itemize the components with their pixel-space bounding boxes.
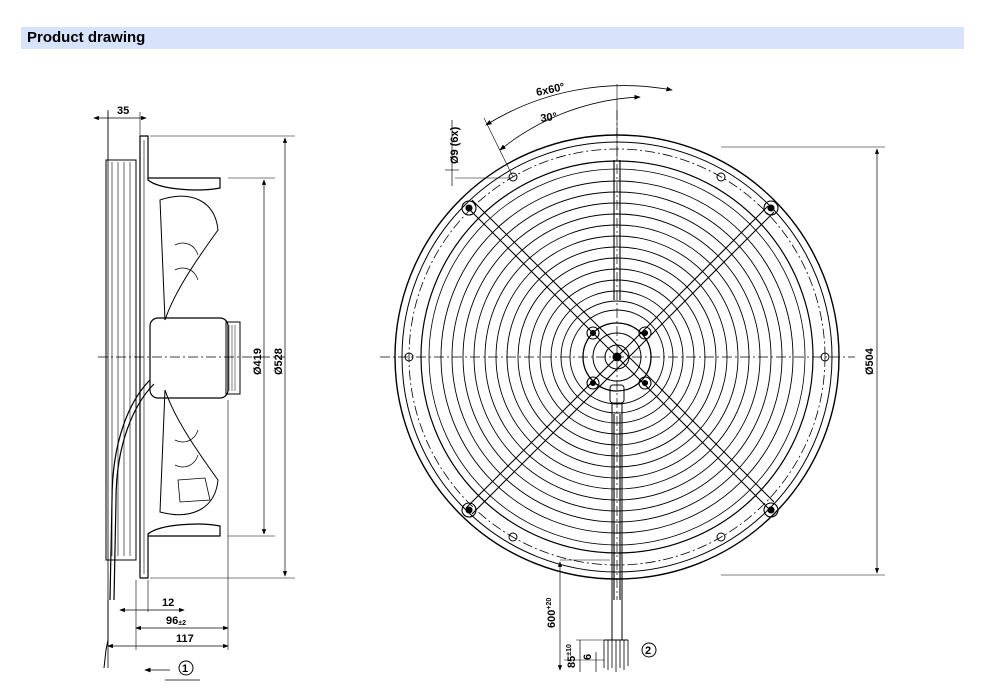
section-header: Product drawing	[21, 27, 964, 49]
dim-85-label: 85±10	[566, 644, 578, 668]
dim-35-label: 35	[117, 105, 129, 117]
dim-30-label: 30°	[540, 111, 558, 125]
dim-117-label: 117	[176, 633, 194, 645]
dim-6-label: 6	[582, 654, 594, 660]
dim-holes-label: Ø9 (6x)	[449, 126, 461, 164]
dim-6x60-label: 6x60°	[535, 81, 566, 99]
dim-504-label: Ø504	[864, 347, 876, 375]
callout-2-label: 2	[645, 645, 651, 657]
front-view	[380, 84, 885, 672]
dim-419-label: Ø419	[252, 348, 264, 375]
dim-12-label: 12	[162, 597, 174, 609]
section-title: Product drawing	[27, 29, 146, 46]
dim-96-label: 96±2	[166, 615, 186, 627]
callout-1-label: 1	[182, 663, 188, 675]
dim-600-label: 600+20	[546, 598, 558, 628]
dim-528-label: Ø528	[273, 348, 285, 375]
side-view	[93, 110, 295, 681]
